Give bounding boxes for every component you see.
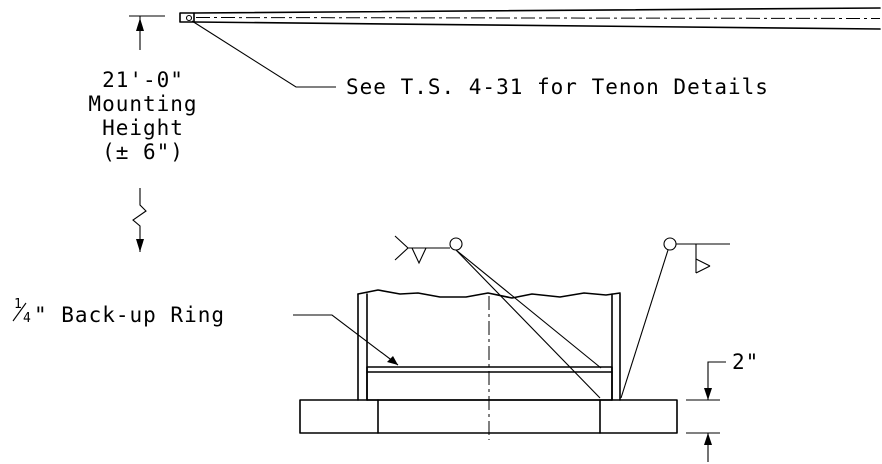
tenon-note-text: See T.S. 4-31 for Tenon Details bbox=[346, 75, 769, 99]
back-up-ring-label: " Back-up Ring bbox=[34, 303, 225, 327]
base-plate bbox=[299, 399, 678, 434]
tenon-marker-circle bbox=[185, 14, 193, 22]
arrowhead-down-icon bbox=[136, 239, 144, 252]
leader-arrowhead-icon bbox=[387, 356, 398, 365]
plate-thickness-label: 2" bbox=[732, 350, 759, 374]
back-up-ring-leader bbox=[293, 314, 399, 366]
mounting-height-value: 21'-0" bbox=[102, 68, 184, 92]
mounting-height-line2: Height bbox=[102, 116, 184, 140]
dim-arrow-up-icon bbox=[704, 433, 712, 445]
weld-symbol-left bbox=[394, 235, 602, 399]
mast-arm-centerline bbox=[195, 17, 881, 19]
mounting-height-tolerance: (± 6") bbox=[102, 140, 184, 164]
tenon-note-leader bbox=[191, 20, 336, 88]
ring-fraction-denominator: 4 bbox=[23, 311, 31, 326]
mast-arm bbox=[179, 7, 881, 30]
arrowhead-up-icon bbox=[136, 18, 144, 31]
ring-fraction-numerator: 1 bbox=[14, 297, 22, 312]
weld-symbol-right bbox=[620, 237, 730, 399]
dim-arrow-down-icon bbox=[704, 388, 712, 400]
mounting-height-line1: Mounting bbox=[88, 92, 197, 116]
plate-thickness-dimension bbox=[686, 361, 726, 462]
mounting-height-dimension bbox=[129, 15, 165, 252]
